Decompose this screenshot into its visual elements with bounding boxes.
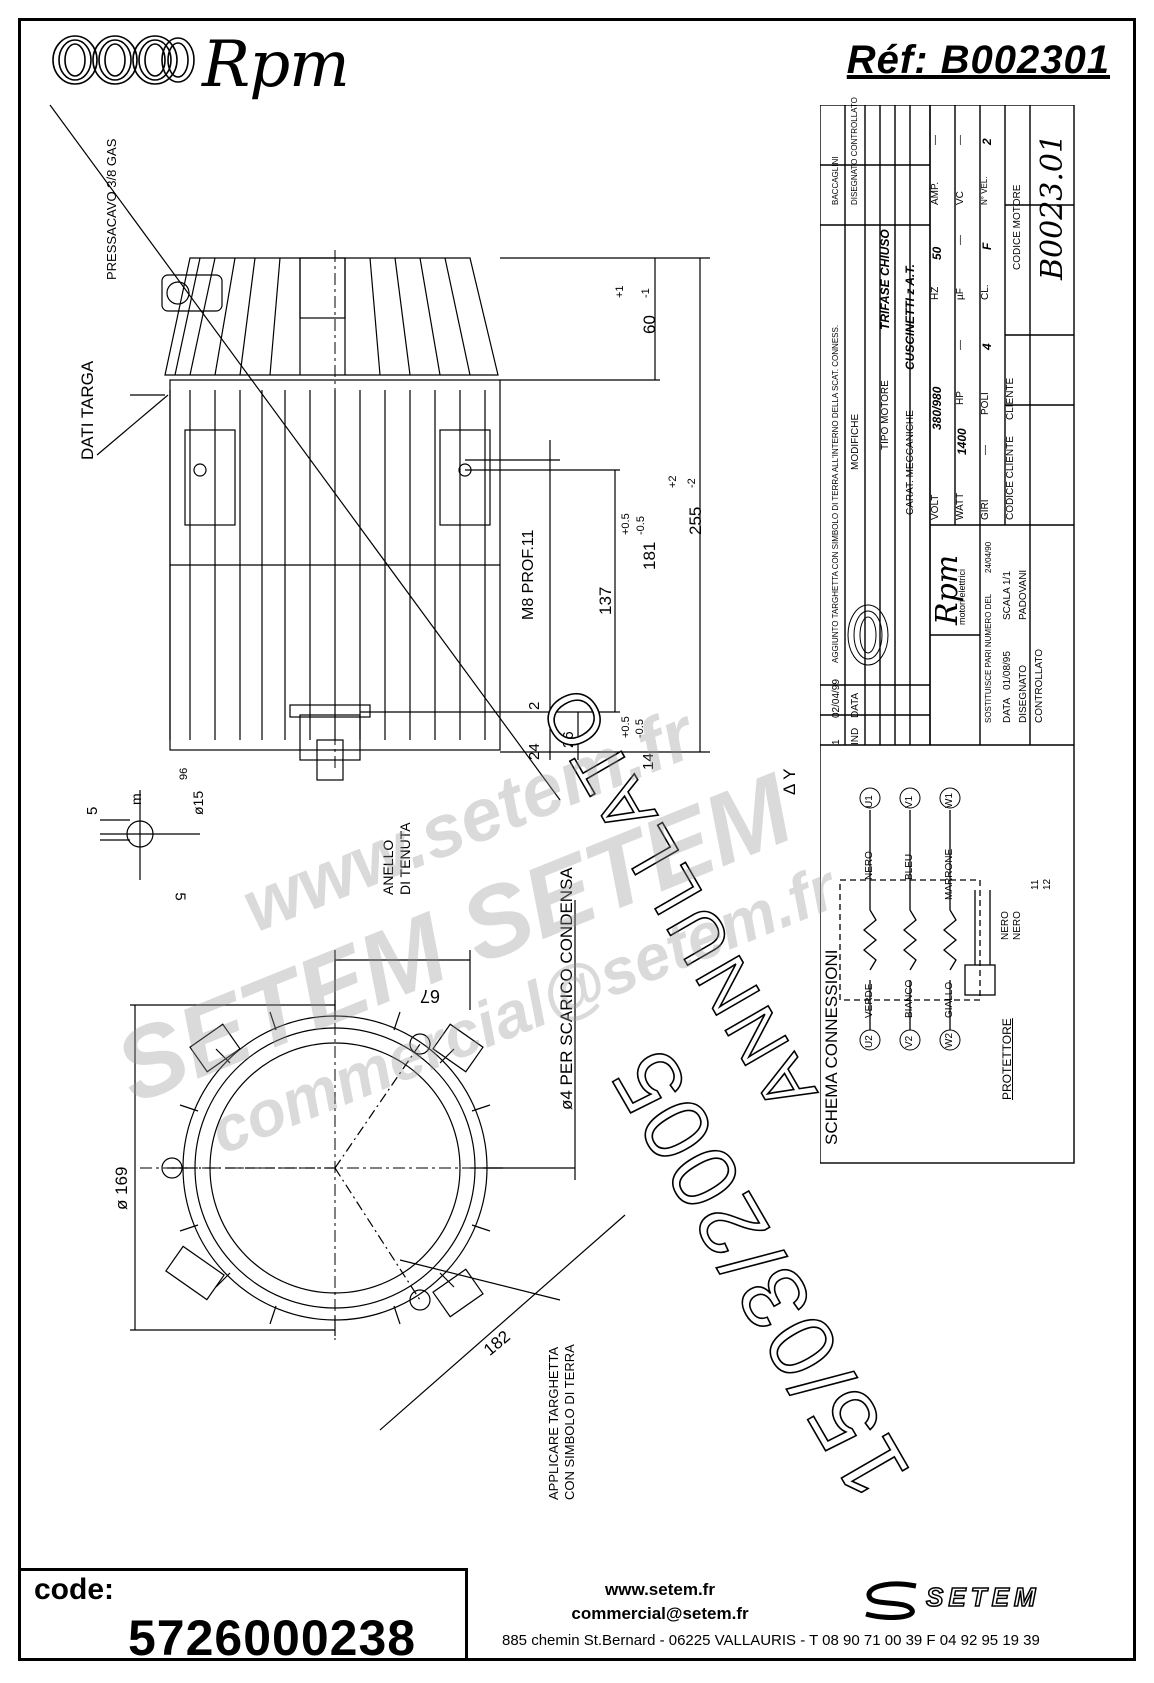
pressacavo-label: PRESSACAVO 3/8 GAS xyxy=(104,138,119,280)
dim-15: ø15 xyxy=(190,790,206,815)
dim-60-tol-bot: -1 xyxy=(640,288,652,298)
dim-5: 5 xyxy=(84,806,101,815)
vc-label: VC xyxy=(955,191,966,205)
dim-255-tol-bot: -2 xyxy=(686,478,698,488)
dim-181-tol-top: +0.5 xyxy=(620,513,632,535)
flange-fins xyxy=(167,1000,503,1336)
volt-label: VOLT xyxy=(930,494,941,520)
code-box: code: 5726000238 xyxy=(18,1568,468,1666)
mod1-sig: BACCAGLINI xyxy=(831,156,840,205)
dim-169: ø 169 xyxy=(112,1166,131,1210)
cl-value: F xyxy=(980,242,994,250)
mod-header-sig: DISEGNATO CONTROLLATO xyxy=(850,97,859,205)
dim-5b: 5 xyxy=(171,892,189,901)
dim-24: 24 xyxy=(526,743,543,760)
codice-motore-value: B0023.01 xyxy=(1035,133,1070,280)
diagonal-reference-line xyxy=(49,104,561,801)
code-label: code: xyxy=(34,1573,115,1606)
applicare-label: APPLICARE TARGHETTA xyxy=(546,1346,561,1500)
mod1-text: AGGIUNTO TARGHETTA CON SIMBOLO DI TERRA … xyxy=(831,324,840,663)
anello-label: ANELLO xyxy=(380,839,396,895)
dim-181: 181 xyxy=(640,541,659,570)
poli-value: 4 xyxy=(980,343,994,350)
codice-motore-label: CODICE MOTORE xyxy=(1012,184,1023,270)
carat-value: CUSCINETTI z A.T. xyxy=(903,264,917,370)
mod1-date: 02/04/99 xyxy=(831,679,842,718)
data-label: DATA xyxy=(1002,697,1013,723)
dim-255-tol-top: +2 xyxy=(667,475,679,488)
di-tenuta-label: DI TENUTA xyxy=(397,822,413,895)
data-value: 01/08/95 xyxy=(1002,651,1013,690)
sostituisce-date: 24/04/90 xyxy=(984,541,993,573)
contact-block: www.setem.fr commercial@setem.fr xyxy=(540,1578,780,1626)
nvel-value: 2 xyxy=(980,138,994,145)
wiring-diagram xyxy=(839,787,996,1051)
company-logo-icon xyxy=(847,604,889,666)
giri-label: GIRI xyxy=(980,499,991,520)
dim-181-tol-bot: -0.5 xyxy=(635,516,647,535)
m8-label: M8 PROF.11 xyxy=(520,529,537,620)
page-border xyxy=(18,18,1136,1661)
dim-60-tol-top: +1 xyxy=(614,285,626,298)
scarico-label: ø4 PER SCARICO CONDENSA xyxy=(557,867,576,1110)
vc-value: — xyxy=(955,135,966,145)
hz-label: HZ xyxy=(930,286,941,300)
dim-67: 67 xyxy=(420,986,441,1006)
controllato-label: CONTROLLATO xyxy=(1034,648,1045,723)
amp-value: — xyxy=(930,135,941,145)
mod-header-text: MODIFICHE xyxy=(850,413,861,470)
dim-96: 96 xyxy=(178,767,190,780)
address-line: 885 chemin St.Bernard - 06225 VALLAURIS … xyxy=(502,1632,1040,1649)
dim-24-tol-bot: -0.5 xyxy=(634,719,646,738)
setem-swoosh-icon xyxy=(865,1581,917,1620)
dim-137: 137 xyxy=(596,586,615,615)
tipo-motore-value: TRIFASE CHIUSO xyxy=(878,229,892,330)
hp-value: — xyxy=(955,340,966,350)
con-simbolo-label: CON SIMBOLO DI TERRA xyxy=(562,1344,577,1500)
dim-255: 255 xyxy=(686,506,705,535)
setem-logo-text: SETEM xyxy=(925,1581,1041,1613)
carat-label: CARAT. MECCANICHE xyxy=(905,410,916,515)
sostituisce-label: SOSTITUISCE PARI NUMERO DEL xyxy=(984,593,993,723)
tipo-motore-label: TIPO MOTORE xyxy=(880,380,891,450)
scala-value: 1/1 xyxy=(1002,571,1013,585)
brand-name: Rpm xyxy=(202,28,350,102)
disegnato-value: PADOVANI xyxy=(1018,569,1029,620)
uf-value: — xyxy=(955,235,966,245)
mod-header-n: IND xyxy=(850,727,861,745)
mod-header-date: DATA xyxy=(850,692,861,718)
cable-gland xyxy=(161,274,223,312)
title-block xyxy=(820,105,1075,1164)
giri-value: — xyxy=(980,445,991,455)
company-sub: motori elettrici xyxy=(957,568,967,625)
fan-cover xyxy=(164,257,499,376)
disegnato-label: DISEGNATO xyxy=(1018,665,1029,723)
nvel-label: N° VEL. xyxy=(980,176,989,205)
rpm-logo: Rpm xyxy=(50,30,380,100)
poli-label: POLI xyxy=(980,392,991,415)
scala-label: SCALA xyxy=(1002,587,1013,620)
cl-label: CL. xyxy=(980,284,991,300)
codice-cliente-label: CODICE CLIENTE xyxy=(1005,436,1016,520)
watt-value: 1400 xyxy=(955,428,969,455)
uf-label: µF xyxy=(955,288,966,300)
cliente-label: CLIENTE xyxy=(1005,377,1016,420)
dati-targa-label: DATI TARGA xyxy=(78,360,97,460)
coil-logo-icon xyxy=(52,35,195,85)
delta-star-symbol: Δ Y xyxy=(780,768,799,795)
website-link[interactable]: www.setem.fr xyxy=(605,1580,715,1599)
dim-60: 60 xyxy=(640,315,659,334)
hz-value: 50 xyxy=(930,246,944,260)
mod1-n: 1 xyxy=(831,739,842,745)
amp-label: AMP. xyxy=(930,181,941,205)
dim-m: m xyxy=(128,793,144,805)
code-value: 5726000238 xyxy=(128,1610,417,1666)
setem-logo: SETEM xyxy=(856,1578,1116,1622)
volt-value: 380/980 xyxy=(930,386,944,430)
watt-label: WATT xyxy=(955,492,966,520)
hp-label: HP xyxy=(955,391,966,405)
email-link[interactable]: commercial@setem.fr xyxy=(571,1604,749,1623)
reference-number: Réf: B002301 xyxy=(846,38,1110,82)
